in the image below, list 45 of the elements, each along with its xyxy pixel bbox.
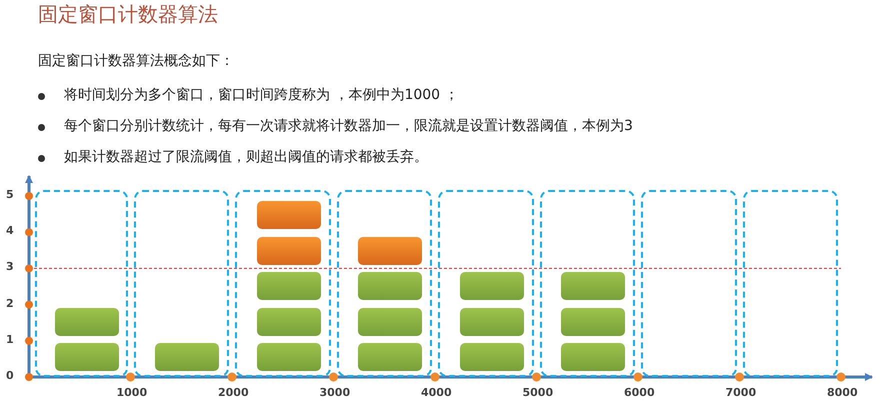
axis-tick-label: 3 xyxy=(6,260,14,274)
axis-tick-label: 2 xyxy=(6,296,14,310)
request-block xyxy=(256,272,321,300)
request-block xyxy=(358,236,422,264)
window-box xyxy=(235,190,330,377)
axis-tick-label: 8000 xyxy=(827,386,855,399)
window-box xyxy=(336,190,432,377)
request-block xyxy=(155,343,220,371)
bullet-text: 将时间划分为多个窗口，窗口时间跨度称为 ，本例中为1000 ； xyxy=(64,86,459,104)
axis-tick-label: 6000 xyxy=(624,386,652,399)
axis-tick-label: 2000 xyxy=(218,386,246,399)
request-block xyxy=(358,308,422,336)
axis-tick-label: 0 xyxy=(6,369,14,382)
axis-tick-label: 4 xyxy=(6,224,14,238)
window-box xyxy=(742,190,838,377)
request-block xyxy=(460,308,524,336)
window-box xyxy=(134,190,229,377)
request-block xyxy=(55,308,120,336)
request-block xyxy=(358,272,422,300)
request-block xyxy=(460,343,524,371)
window-box xyxy=(35,190,128,377)
axis-tick-label: 5 xyxy=(6,188,14,201)
axis-tick-label: 1 xyxy=(6,332,14,346)
intro-text: 固定窗口计数器算法概念如下： xyxy=(38,52,234,70)
request-block xyxy=(256,343,321,371)
request-block xyxy=(55,343,120,371)
window-box xyxy=(438,190,534,377)
window-box xyxy=(641,190,736,377)
request-block xyxy=(256,201,321,229)
axis-tick-label: 1000 xyxy=(116,386,144,399)
bullet-text: 如果计数器超过了限流阈值，则超出阈值的请求都被丢弃。 xyxy=(64,148,428,166)
request-block xyxy=(460,272,524,300)
request-block xyxy=(561,343,626,371)
axis-tick-label: 3000 xyxy=(320,386,348,399)
request-block xyxy=(358,343,422,371)
axis-tick-label: 5000 xyxy=(522,386,550,399)
window-box xyxy=(540,190,635,377)
request-block xyxy=(561,272,626,300)
request-block xyxy=(256,236,321,264)
axis-tick-label: 7000 xyxy=(726,386,754,399)
request-block xyxy=(256,308,321,336)
bullet-text: 每个窗口分别计数统计，每有一次请求就将计数器加一，限流就是设置计数器阈值，本例为3 xyxy=(64,117,633,135)
request-block xyxy=(561,308,626,336)
title: 固定窗口计数器算法 xyxy=(38,1,218,28)
axis-tick-label: 4000 xyxy=(421,386,449,399)
